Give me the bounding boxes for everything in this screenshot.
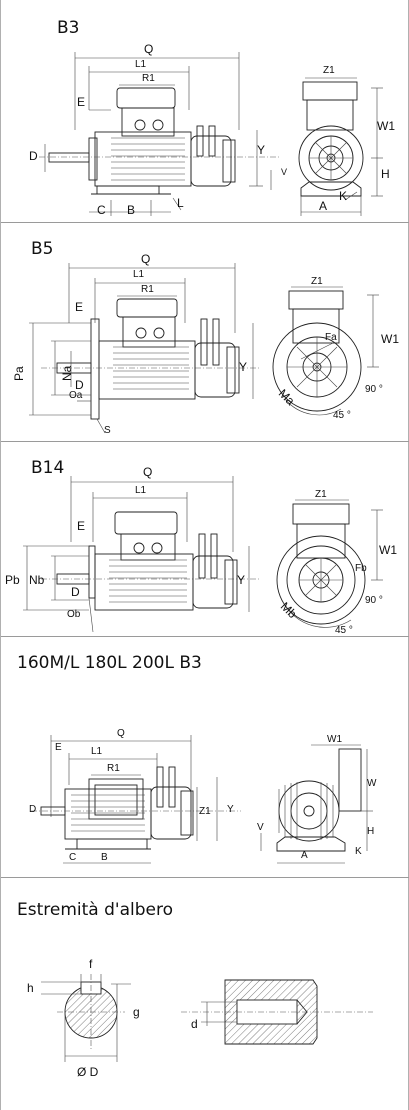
b5-label-45: 45 °	[333, 410, 351, 421]
large-b3-label-c: C	[69, 852, 77, 863]
b14-label-q: Q	[143, 465, 153, 479]
shaft-label-d: d	[191, 1017, 198, 1031]
b14-label-90: 90 °	[365, 595, 383, 606]
b3-label-a: A	[319, 199, 328, 213]
b3-label-e: E	[77, 95, 86, 109]
large-b3-label-y: Y	[227, 804, 234, 815]
b14-label-d: D	[71, 585, 80, 599]
b5-label-r1: R1	[141, 284, 154, 295]
large-b3-drawing	[31, 735, 373, 864]
b14-label-fb: Fb	[355, 563, 367, 574]
b3-label-q: Q	[144, 42, 154, 56]
large-b3-label-w1: W1	[327, 734, 342, 745]
b5-label-fa: Fa	[325, 332, 337, 343]
shaft-end-drawing	[41, 974, 373, 1062]
b14-label-nb: Nb	[29, 573, 45, 587]
b3-label-b: B	[127, 203, 136, 217]
b14-label-w1: W1	[379, 543, 397, 557]
b14-title: B14	[31, 458, 65, 478]
b3-label-l: L	[177, 196, 184, 210]
b3-label-l1: L1	[135, 59, 147, 70]
separator-2	[1, 441, 409, 442]
b5-label-na: Na	[60, 365, 74, 381]
large-b3-label-k: K	[355, 846, 362, 857]
b3-label-k: K	[339, 189, 348, 203]
b3-label-h: H	[381, 167, 390, 181]
section-shaft-end: Estremità d'albero f h g Ø D d	[1, 878, 409, 1098]
b14-label-y: Y	[237, 573, 246, 587]
b3-label-r1: R1	[142, 73, 155, 84]
b3-label-c: C	[97, 203, 106, 217]
b5-label-q: Q	[141, 252, 151, 266]
b3-label-v: V	[281, 167, 288, 177]
large-b3-title: 160M/L 180L 200L B3	[17, 653, 202, 673]
large-b3-label-w: W	[367, 778, 377, 789]
b3-title: B3	[57, 18, 80, 38]
large-b3-label-r1: R1	[107, 763, 120, 774]
shaft-label-f: f	[89, 957, 93, 971]
b14-label-l1: L1	[135, 485, 147, 496]
b3-label-w1: W1	[377, 119, 395, 133]
separator-4	[1, 877, 409, 878]
shaft-label-g: g	[133, 1005, 140, 1019]
b5-label-e: E	[75, 300, 84, 314]
large-b3-label-v: V	[257, 822, 264, 833]
b14-label-45: 45 °	[335, 625, 353, 636]
large-b3-label-d: D	[29, 804, 37, 815]
b3-label-d: D	[29, 149, 38, 163]
b5-label-pa: Pa	[12, 366, 26, 381]
section-b5: B5 Q L1 R1 E Pa Na D Y Oa S Z1 W1 Fa Ma …	[1, 223, 409, 441]
b5-label-oa: Oa	[69, 390, 83, 401]
b5-label-d: D	[75, 378, 84, 392]
b5-label-l1: L1	[133, 269, 145, 280]
large-b3-label-a: A	[301, 850, 308, 861]
b14-label-ob: Ob	[67, 609, 81, 620]
separator-3	[1, 636, 409, 637]
shaft-label-od: Ø D	[77, 1065, 99, 1079]
shaft-label-h: h	[27, 981, 34, 995]
b3-label-z1: Z1	[323, 65, 335, 76]
b3-drawing	[39, 52, 383, 216]
b14-label-z1: Z1	[315, 489, 327, 500]
separator-1	[1, 222, 409, 223]
section-b14: B14 Q L1 E Pb Nb D Y Ob Z1 W1 Fb Mb 90 °…	[1, 442, 409, 636]
shaft-end-title: Estremità d'albero	[17, 900, 173, 920]
section-b3: B3 Q L1 R1 E D Y V C B L Z1 W1 H K A	[1, 0, 409, 222]
section-large-b3: 160M/L 180L 200L B3 E Q L1 R1 D Z1 Y C B…	[1, 637, 409, 877]
b5-label-z1: Z1	[311, 276, 323, 287]
b14-label-pb: Pb	[5, 573, 20, 587]
large-b3-label-q: Q	[117, 728, 125, 739]
b5-drawing	[29, 263, 379, 434]
b5-label-y: Y	[239, 360, 248, 374]
b5-label-90: 90 °	[365, 384, 383, 395]
b14-drawing	[23, 476, 383, 633]
large-b3-label-z1: Z1	[199, 806, 211, 817]
b3-label-y: Y	[257, 143, 266, 157]
b14-label-e: E	[77, 519, 86, 533]
b5-label-w1: W1	[381, 332, 399, 346]
large-b3-label-h: H	[367, 826, 375, 837]
large-b3-label-e: E	[55, 742, 62, 753]
b5-label-s: S	[104, 425, 111, 436]
b5-title: B5	[31, 239, 54, 259]
large-b3-label-l1: L1	[91, 746, 103, 757]
large-b3-label-b: B	[101, 852, 108, 863]
